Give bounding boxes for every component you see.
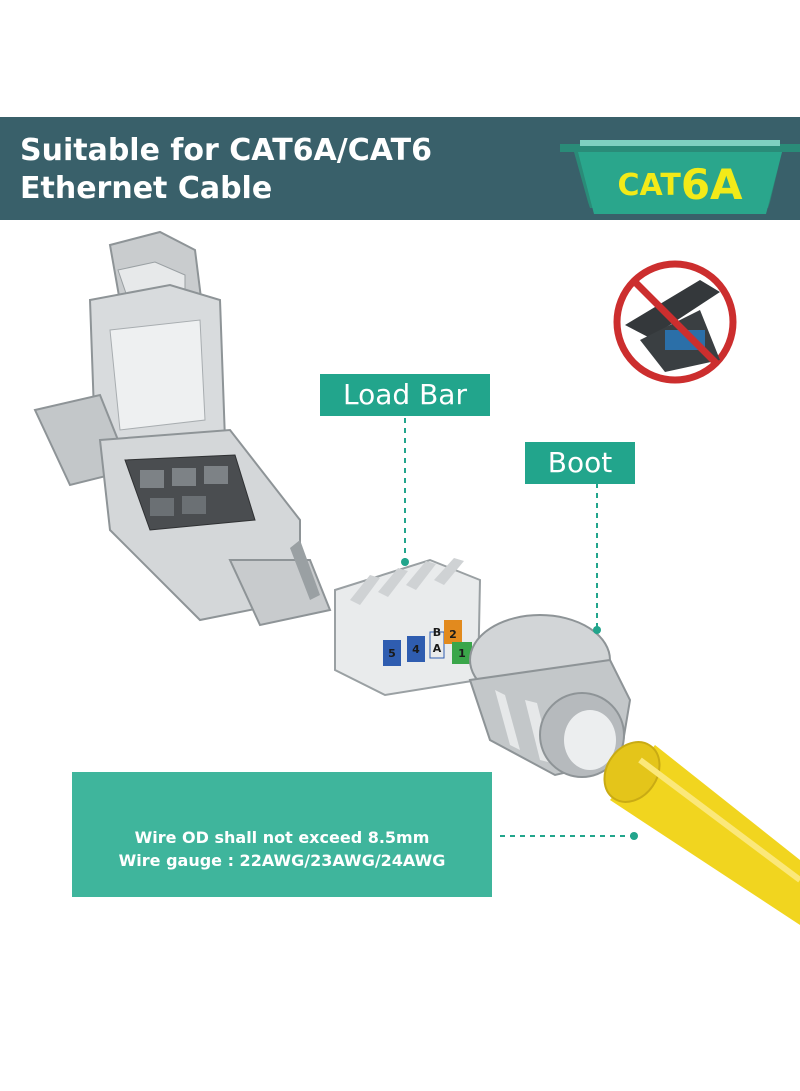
cat6a-badge bbox=[560, 140, 800, 214]
load-bar-image bbox=[334, 558, 482, 697]
keystone-pin-label: A bbox=[433, 642, 442, 655]
keystone-pin-label: 1 bbox=[458, 647, 466, 660]
banner-title: Suitable for CAT6A/CAT6 Ethernet Cable bbox=[20, 132, 432, 208]
wire-gauge-text: Wire gauge : 22AWG/23AWG/24AWG bbox=[118, 851, 446, 870]
keystone-pin-label: B bbox=[433, 626, 441, 639]
wire-spec-panel bbox=[72, 772, 492, 897]
badge-prefix: CAT bbox=[617, 168, 681, 203]
load-bar-label: Load Bar bbox=[320, 374, 490, 416]
badge-number: 6A bbox=[680, 160, 743, 209]
crimp-tool-prohibited-icon bbox=[613, 260, 737, 384]
boot-label: Boot bbox=[525, 442, 635, 484]
keystone-pin-label: 4 bbox=[412, 643, 420, 656]
rj45-connector-image bbox=[33, 230, 332, 627]
boot-image bbox=[468, 614, 632, 778]
wire-od-text: Wire OD shall not exceed 8.5mm bbox=[134, 828, 430, 847]
keystone-pin-label: 5 bbox=[388, 647, 396, 660]
banner-title-line2: Ethernet Cable bbox=[20, 171, 273, 206]
keystone-pin-label: 2 bbox=[449, 628, 457, 641]
banner-title-line1: Suitable for CAT6A/CAT6 bbox=[20, 133, 432, 168]
wire-spec-text: Wire OD shall not exceed 8.5mm Wire gaug… bbox=[72, 826, 492, 872]
cat6a-badge-text: CAT6A bbox=[600, 160, 760, 209]
ethernet-cable-image bbox=[603, 741, 800, 925]
